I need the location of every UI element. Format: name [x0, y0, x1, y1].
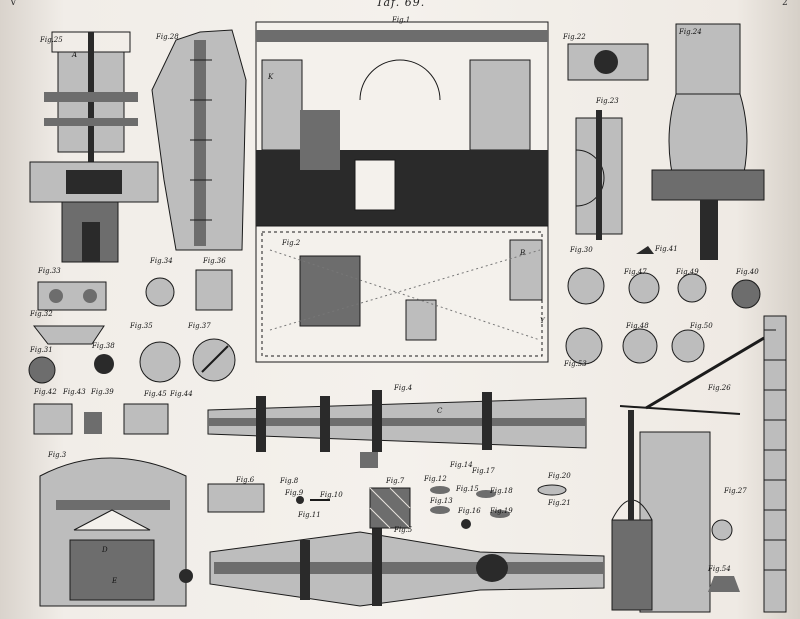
fig4-label: Fig.4	[394, 384, 413, 392]
fig17-label: Fig.17	[472, 467, 495, 475]
fig42-label: Fig.42	[34, 388, 57, 396]
fig30-label: Fig.30	[570, 246, 593, 254]
fig22-label: Fig.22	[563, 33, 586, 41]
fig8-label: Fig.8	[280, 477, 299, 485]
fig11-label: Fig.11	[298, 511, 321, 519]
fig12-label: Fig.12	[424, 475, 447, 483]
fig53-label: Fig.53	[564, 360, 587, 368]
fig43-label: Fig.43	[63, 388, 86, 396]
letter-c: C	[437, 407, 443, 415]
fig35-label: Fig.35	[130, 322, 153, 330]
letter-k: K	[268, 73, 274, 81]
plate-title: Taf. 69.	[376, 0, 426, 9]
fig15-label: Fig.15	[456, 485, 479, 493]
fig24-drawing	[651, 23, 765, 260]
fig26-drawing	[611, 315, 787, 613]
fig32-label: Fig.32	[30, 310, 53, 318]
letter-b: B	[520, 249, 526, 257]
fig4-drawing	[207, 390, 587, 468]
fig44-label: Fig.44	[170, 390, 193, 398]
fig5-drawing	[209, 528, 605, 607]
fig26-label: Fig.26	[708, 384, 731, 392]
fig34-label: Fig.34	[150, 257, 173, 265]
fig54-label: Fig.54	[708, 565, 731, 573]
fig6-label: Fig.6	[236, 476, 255, 484]
small-parts-cluster	[207, 483, 567, 529]
fig37-label: Fig.37	[188, 322, 211, 330]
fig7-label: Fig.7	[386, 477, 405, 485]
fig38-label: Fig.38	[92, 342, 115, 350]
letter-a: A	[72, 51, 78, 59]
fig23-label: Fig.23	[596, 97, 619, 105]
fig23-drawing	[575, 110, 623, 240]
fig47-label: Fig.47	[624, 268, 647, 276]
fig27-label: Fig.27	[724, 487, 747, 495]
letter-y: Y	[540, 317, 545, 325]
small-fittings-right	[565, 246, 761, 365]
fig45-label: Fig.45	[144, 390, 167, 398]
fig22-drawing	[567, 43, 649, 81]
fig2-drawing	[255, 225, 549, 363]
fig13-label: Fig.13	[430, 497, 453, 505]
fig49-label: Fig.49	[676, 268, 699, 276]
fig25-drawing	[29, 31, 159, 263]
letter-d: D	[102, 546, 108, 554]
fig1-label: Fig.1	[392, 16, 411, 24]
fig28-drawing	[151, 29, 247, 251]
fig1-drawing	[255, 21, 549, 227]
fig40-label: Fig.40	[736, 268, 759, 276]
fig19-label: Fig.19	[490, 507, 513, 515]
fig24-label: Fig.24	[679, 28, 702, 36]
fig33-label: Fig.33	[38, 267, 61, 275]
fig48-label: Fig.48	[626, 322, 649, 330]
fig9-label: Fig.9	[285, 489, 304, 497]
fig36-label: Fig.36	[203, 257, 226, 265]
corner-mark-right: 2	[782, 0, 788, 8]
fig10-label: Fig.10	[320, 491, 343, 499]
fig21-label: Fig.21	[548, 499, 571, 507]
fig20-label: Fig.20	[548, 472, 571, 480]
fig41-label: Fig.41	[655, 245, 678, 253]
fig50-label: Fig.50	[690, 322, 713, 330]
fig25-label: Fig.25	[40, 36, 63, 44]
fig31-label: Fig.31	[30, 346, 53, 354]
fig2-label: Fig.2	[282, 239, 301, 247]
corner-mark-left: V	[10, 0, 17, 8]
fig5-label: Fig.5	[394, 526, 413, 534]
small-fittings-left	[28, 269, 236, 435]
fig18-label: Fig.18	[490, 487, 513, 495]
fig16-label: Fig.16	[458, 507, 481, 515]
fig14-label: Fig.14	[450, 461, 473, 469]
fig28-label: Fig.28	[156, 33, 179, 41]
fig3-label: Fig.3	[48, 451, 67, 459]
fig39-label: Fig.39	[91, 388, 114, 396]
letter-e: E	[112, 577, 118, 585]
fig3-drawing	[39, 457, 193, 607]
